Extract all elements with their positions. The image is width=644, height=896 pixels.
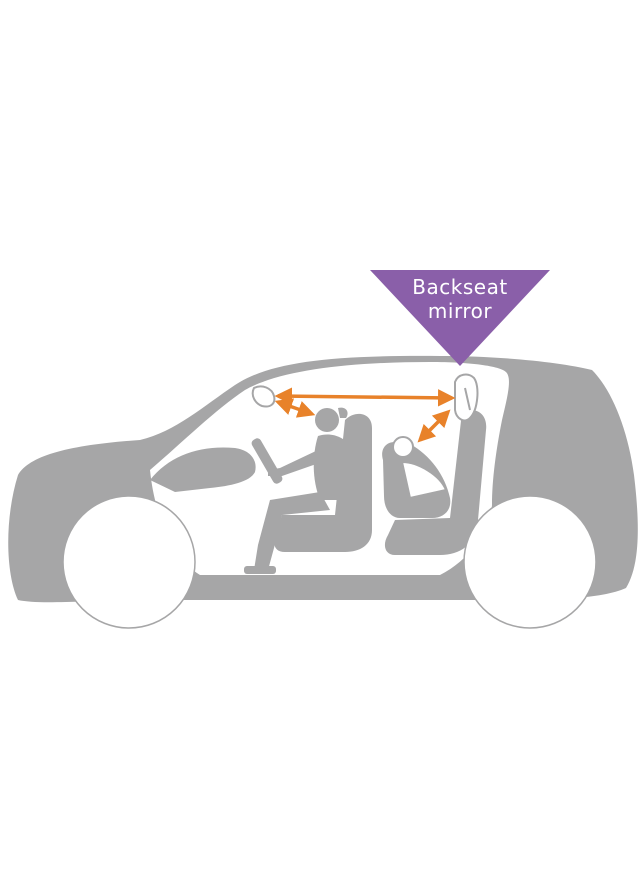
child-car-seat bbox=[382, 436, 451, 518]
sightline-mirror-to-driver bbox=[274, 398, 316, 418]
callout-label-line1: Backseat bbox=[412, 275, 507, 299]
driver-figure bbox=[244, 407, 354, 574]
sightline-mirror-to-mirror bbox=[274, 387, 456, 407]
callout-triangle bbox=[370, 270, 550, 366]
rearview-mirror-icon bbox=[251, 385, 276, 408]
dashboard bbox=[150, 447, 256, 492]
backseat-mirror-icon bbox=[454, 373, 479, 422]
rear-wheel bbox=[463, 495, 597, 629]
sightline-mirror-to-baby bbox=[417, 409, 451, 443]
back-seat bbox=[384, 410, 487, 555]
callout-label-line2: mirror bbox=[428, 299, 492, 323]
front-wheel bbox=[62, 495, 196, 629]
